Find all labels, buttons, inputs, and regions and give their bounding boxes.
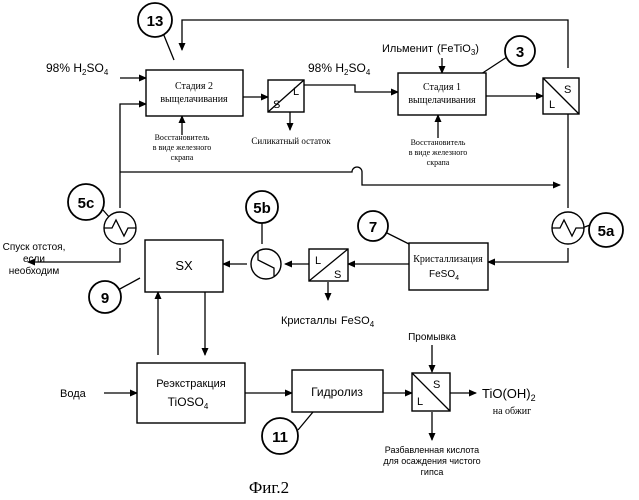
recycle-to-leach2 [120, 104, 146, 208]
separator-2: S L [543, 78, 579, 114]
product-note: на обжиг [493, 406, 532, 417]
box-leach1: Стадия 1 выщелачивания [398, 73, 486, 115]
figure-caption: Фиг.2 [249, 478, 289, 497]
reext-line2: TiOSO4 [168, 395, 209, 411]
silicate-label: Силикатный остаток [251, 136, 331, 146]
dilute-acid-label: Разбавленная кислота для осаждения чисто… [383, 445, 480, 477]
svg-text:в виде железного: в виде железного [409, 148, 468, 157]
hydro-label: Гидролиз [311, 385, 363, 399]
svg-text:если: если [23, 254, 45, 265]
sep2-s: S [564, 84, 571, 96]
svg-text:5c: 5c [78, 195, 95, 212]
product-label: TiO(OH)2 [482, 386, 536, 403]
sep1-to-leach1 [304, 85, 398, 92]
svg-text:5b: 5b [253, 200, 271, 217]
sep2-l: L [549, 99, 555, 111]
svg-text:скрапа: скрапа [171, 153, 194, 162]
sep4-l: L [417, 396, 423, 408]
leach1-line2: выщелачивания [408, 95, 476, 106]
svg-text:скрапа: скрапа [427, 158, 450, 167]
leach1-line1: Стадия 1 [423, 82, 461, 93]
box-leach2: Стадия 2 выщелачивания [146, 70, 243, 116]
box-hydro: Гидролиз [292, 370, 383, 412]
svg-text:Разбавленная кислота: Разбавленная кислота [385, 445, 479, 455]
separator-3: L S [309, 249, 348, 281]
raffinate-to-hx5a [120, 167, 560, 185]
svg-text:необходим: необходим [9, 265, 60, 277]
svg-text:Восстановитель: Восстановитель [155, 133, 210, 142]
svg-text:9: 9 [101, 290, 109, 307]
leader-11 [298, 412, 313, 430]
callout-9: 9 [89, 281, 121, 313]
svg-text:3: 3 [516, 44, 524, 61]
sep1-l: L [293, 86, 299, 98]
reductant1-label: Восстановитель в виде железного скрапа [409, 138, 468, 167]
leach2-line2: выщелачивания [160, 94, 228, 105]
svg-text:в виде железного: в виде железного [153, 143, 212, 152]
sep1-s: S [273, 99, 280, 111]
sep3-s: S [334, 269, 341, 281]
svg-text:для осаждения чистого: для осаждения чистого [383, 456, 480, 466]
svg-text:5a: 5a [598, 223, 615, 240]
wash-label: Промывка [408, 332, 456, 343]
heat-exchanger-5b [251, 249, 281, 279]
svg-text:Спуск отстоя,: Спуск отстоя, [3, 242, 66, 253]
acid-mid-label: 98% H2SO4 [308, 61, 371, 77]
heat-exchanger-5c [104, 212, 136, 244]
reductant2-label: Восстановитель в виде железного скрапа [153, 133, 212, 162]
water-label: Вода [60, 388, 87, 400]
ilmenite-label: Ильменит(FeTiO3) [382, 43, 479, 57]
box-sx: SX [145, 240, 223, 292]
reext-line1: Реэкстракция [156, 378, 226, 390]
callout-5b: 5b [246, 191, 278, 223]
callout-7: 7 [358, 211, 388, 241]
cryst-line1: Кристаллизация [413, 254, 483, 265]
sep4-s: S [433, 379, 440, 391]
leader-9 [118, 278, 140, 290]
separator-4: S L [412, 373, 450, 411]
separator-1: L S [268, 80, 304, 112]
callout-11: 11 [262, 418, 298, 454]
callout-13: 13 [138, 3, 172, 37]
box-reext: Реэкстракция TiOSO4 [137, 363, 245, 423]
svg-text:Восстановитель: Восстановитель [411, 138, 466, 147]
leach2-line1: Стадия 2 [175, 81, 213, 92]
callout-3: 3 [505, 36, 535, 66]
callout-5a: 5a [589, 213, 623, 247]
svg-text:7: 7 [369, 219, 377, 236]
sx-label: SX [175, 258, 193, 273]
heat-exchanger-5a [552, 212, 584, 244]
svg-text:13: 13 [147, 13, 164, 30]
crystals-label: КристаллыFeSO4 [281, 315, 375, 329]
bleed-label: Спуск отстоя, если необходим [3, 242, 66, 277]
sep3-l: L [315, 255, 321, 267]
acid-left-label: 98% H2SO4 [46, 61, 109, 77]
svg-text:гипса: гипса [421, 467, 444, 477]
callout-5c: 5c [68, 184, 104, 220]
box-cryst: Кристаллизация FeSO4 [409, 243, 488, 290]
leader-13 [163, 33, 174, 60]
hx5a-to-cryst [488, 248, 568, 262]
svg-text:11: 11 [272, 429, 288, 446]
